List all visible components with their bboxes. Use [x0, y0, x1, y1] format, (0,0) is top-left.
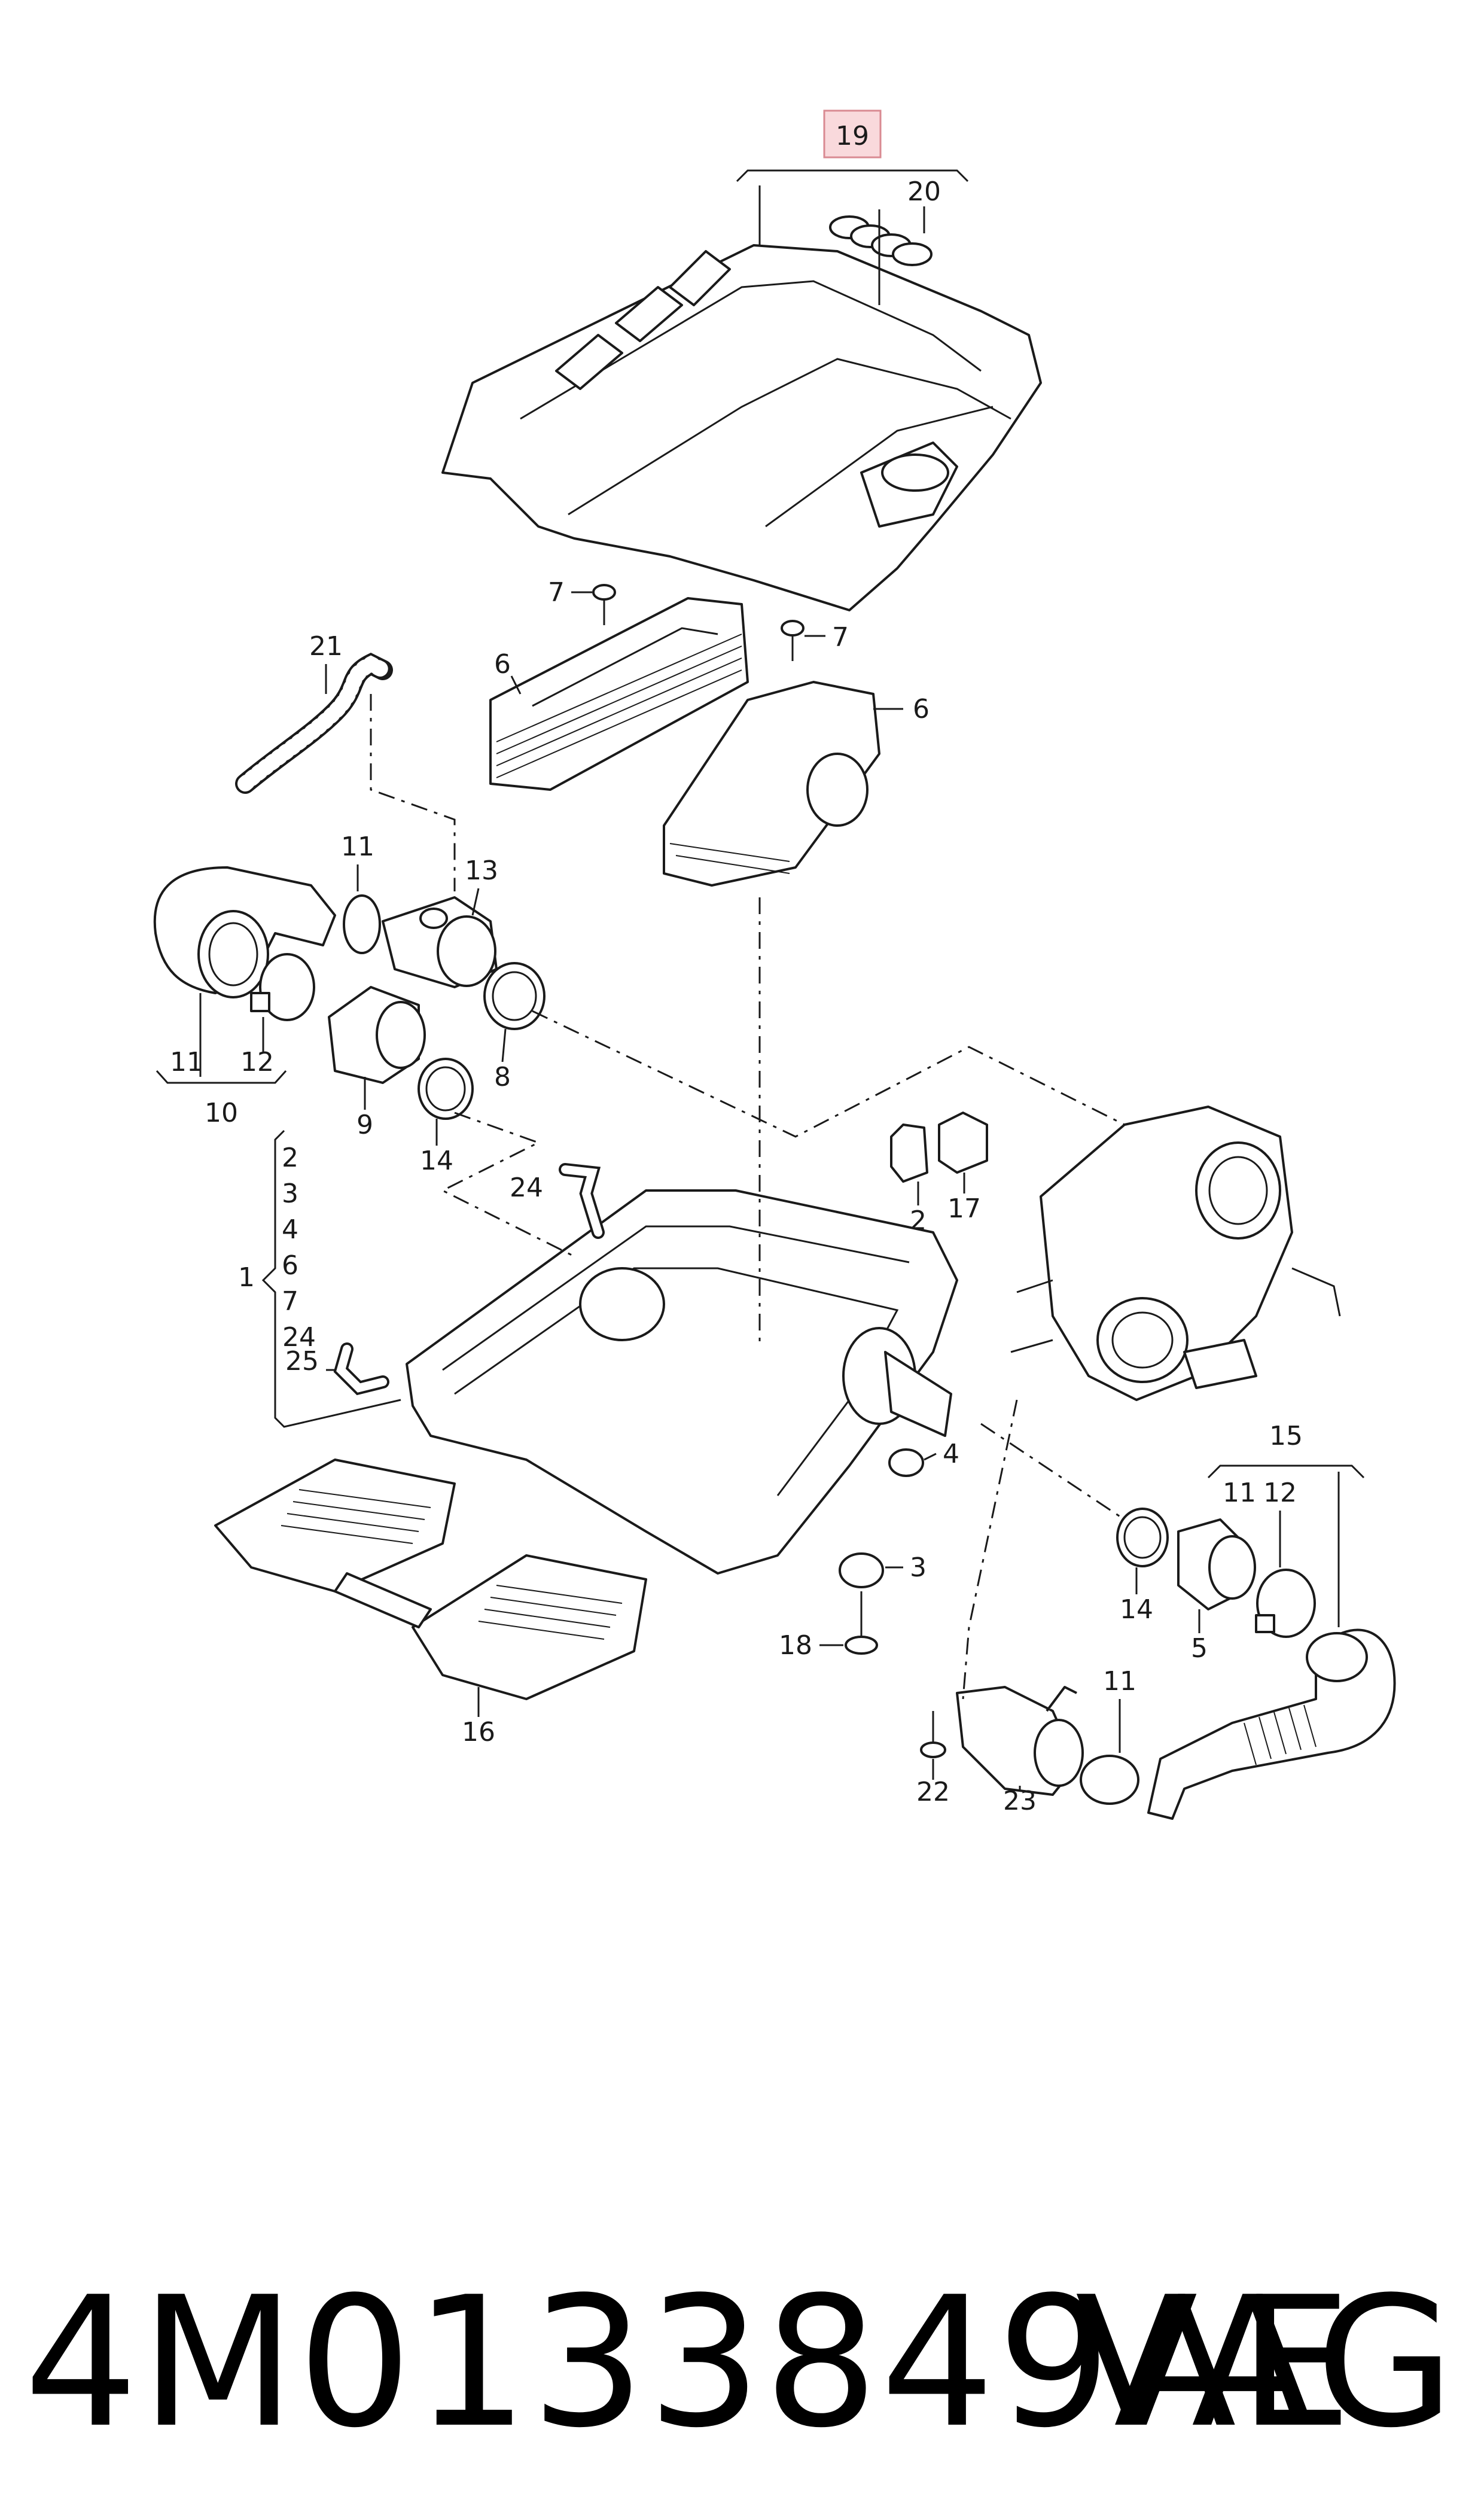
callout-20: 20	[907, 176, 941, 207]
air-mass-meter-9	[328, 986, 426, 1084]
callout-15: 15	[1269, 1421, 1303, 1451]
bracket-15	[1207, 1464, 1365, 1479]
callout-24-hose: 24	[510, 1173, 543, 1203]
callout-12-right: 12	[1263, 1478, 1297, 1508]
air-mass-meter-5	[1177, 1518, 1256, 1610]
hose-clamp-14-right	[1116, 1508, 1169, 1567]
callout-13: 13	[465, 855, 498, 886]
callout-19-highlight	[823, 109, 882, 159]
bolt-18	[845, 1591, 878, 1655]
leader-6-left	[510, 675, 522, 695]
callout-9: 9	[356, 1110, 373, 1140]
callout-11-top: 11	[341, 832, 374, 862]
brand: VAG	[1075, 2258, 1459, 2467]
leader-4	[924, 1453, 937, 1461]
leader-15	[1279, 1472, 1340, 1627]
leader-11-12	[199, 993, 264, 1077]
footer: 4M0133849AE VAG	[24, 2261, 1459, 2465]
throttle-housing-13	[382, 896, 498, 988]
leader-8	[501, 1028, 507, 1062]
bolt-22	[920, 1711, 946, 1758]
clamp-12	[250, 953, 315, 1021]
callout-list-7: 7	[282, 1286, 298, 1317]
intake-hose-15	[1147, 1628, 1396, 1820]
grommet-3	[839, 1552, 884, 1588]
hose-24	[559, 1163, 605, 1239]
hose-clamp-14	[418, 1058, 474, 1120]
callout-1: 1	[238, 1262, 255, 1293]
lower-air-box-1	[406, 1189, 958, 1575]
callout-3: 3	[910, 1552, 927, 1583]
callout-11-left: 11	[170, 1047, 203, 1077]
callout-7-right: 7	[832, 622, 849, 653]
callout-12-left: 12	[240, 1047, 274, 1077]
bracket-19	[736, 169, 969, 182]
callout-21: 21	[309, 631, 343, 662]
callout-11-right-top: 11	[1223, 1478, 1256, 1508]
callout-8: 8	[494, 1062, 511, 1092]
bracket-10	[156, 1070, 287, 1084]
hose-clamp-11	[343, 894, 381, 954]
callout-list-4: 4	[282, 1214, 298, 1245]
callout-11-right-bottom: 11	[1103, 1666, 1136, 1697]
air-filter-housing-6-right	[663, 681, 880, 887]
callout-25-hose: 25	[285, 1346, 319, 1377]
bracket-17	[938, 1112, 988, 1174]
clamp-12-right	[1255, 1569, 1316, 1638]
intake-pipe-23	[956, 1686, 1084, 1796]
grommet-4	[888, 1448, 924, 1477]
vent-hose-21	[235, 652, 393, 794]
hose-clamp-8	[483, 962, 546, 1030]
hose-clamp-11-right	[1080, 1755, 1139, 1805]
callout-14-right: 14	[1120, 1594, 1153, 1625]
callout-7-left: 7	[548, 577, 565, 608]
leader-13	[471, 888, 480, 916]
callout-19: 19	[836, 121, 869, 151]
air-filter-housing-6-left	[489, 597, 749, 791]
callout-16: 16	[462, 1717, 495, 1747]
bracket-1	[261, 1129, 401, 1428]
callout-4-grommet: 4	[943, 1439, 959, 1469]
callout-6-right: 6	[913, 694, 930, 724]
callout-list-6: 6	[282, 1250, 298, 1281]
intake-hose-10	[153, 866, 336, 998]
callout-14-left: 14	[420, 1146, 453, 1176]
callout-list-24: 24	[282, 1322, 316, 1353]
bolt-7b	[781, 620, 805, 661]
bolt-7a	[592, 584, 616, 625]
hose-25	[333, 1342, 389, 1396]
assembly-lines	[370, 694, 1125, 1700]
callout-6-left: 6	[494, 649, 511, 680]
air-guide-16	[214, 1459, 647, 1700]
callout-list-3: 3	[282, 1179, 298, 1209]
callout-10: 10	[205, 1098, 238, 1128]
turbocharger	[1010, 1106, 1341, 1401]
callout-list-2: 2	[282, 1143, 298, 1173]
callout-22: 22	[916, 1777, 950, 1807]
callout-5: 5	[1191, 1633, 1208, 1664]
callout-18: 18	[779, 1630, 812, 1661]
bracket-2	[890, 1123, 928, 1183]
engine-cover-19	[441, 244, 1042, 611]
callout-17: 17	[947, 1193, 981, 1224]
part-number: 4M0133849AE	[24, 2258, 1355, 2467]
